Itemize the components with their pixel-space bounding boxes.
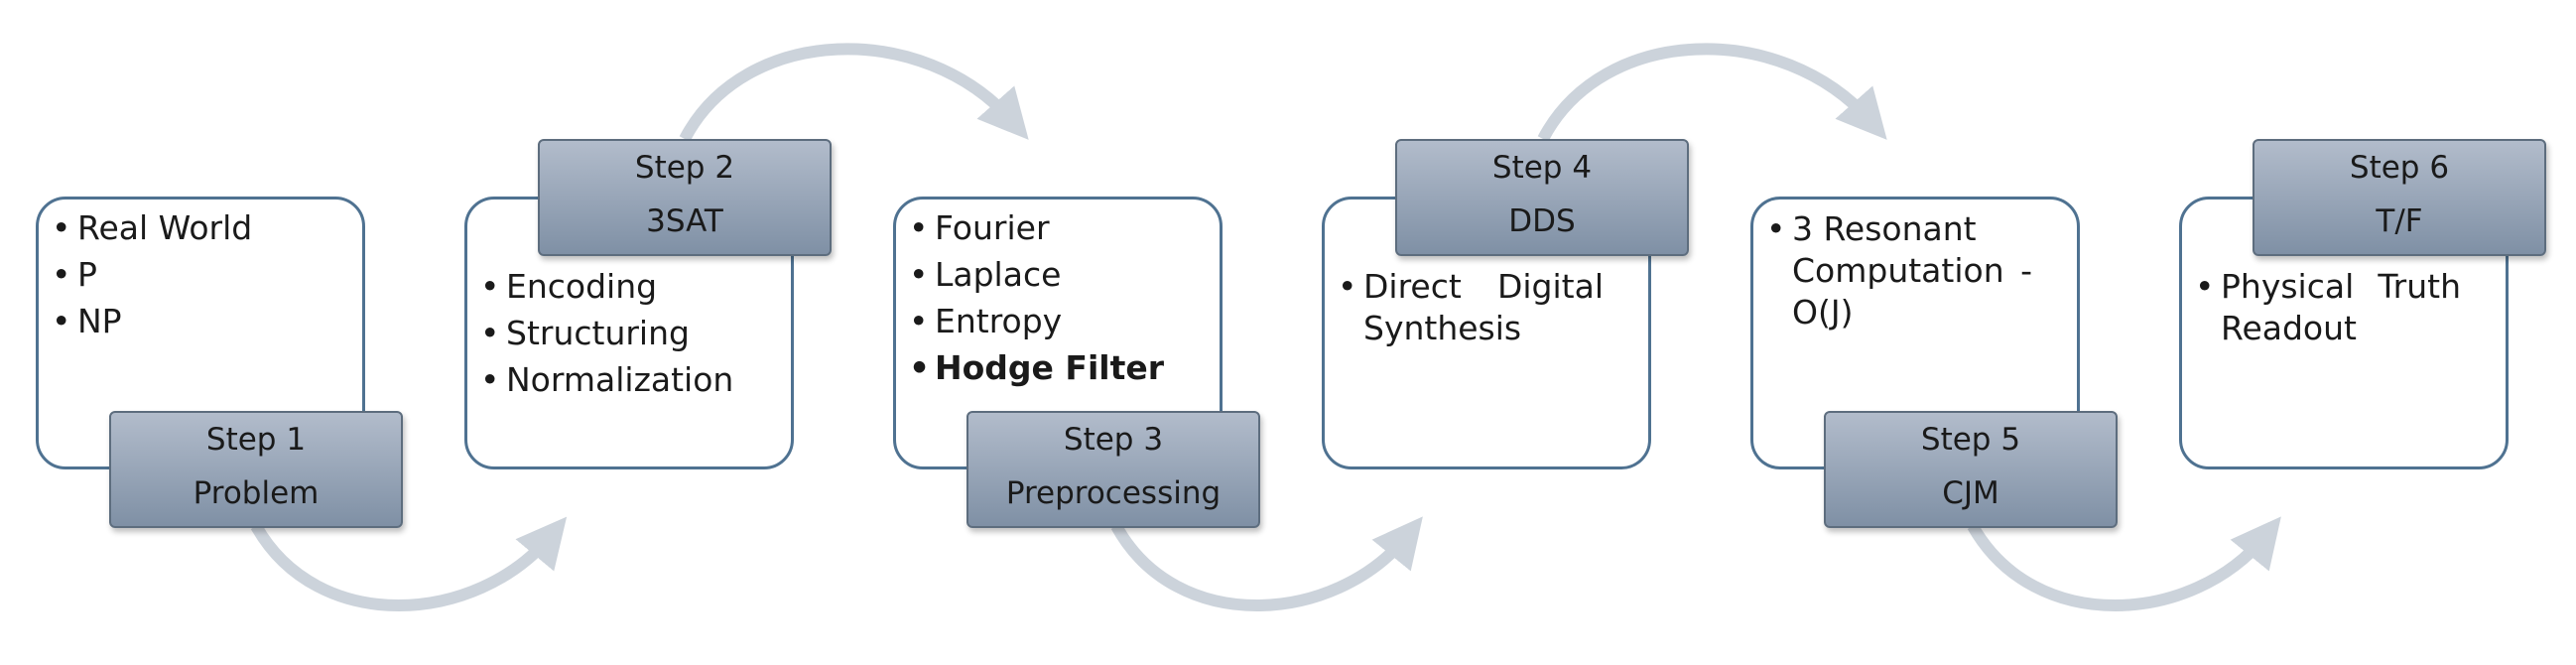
- step1-label: Step 1 Problem: [109, 411, 403, 528]
- step5-number: Step 5: [1920, 422, 2021, 458]
- step4-item-line1: Direct Digital: [1363, 267, 1604, 306]
- step5-item-line1: 3 Resonant: [1792, 209, 1977, 248]
- step2-number: Step 2: [634, 150, 735, 186]
- step2-item: Encoding: [480, 263, 778, 310]
- step1-title: Problem: [193, 475, 320, 511]
- step1-item: Real World: [52, 204, 349, 251]
- step5-title: CJM: [1942, 475, 1999, 511]
- arrow-step1-to-step2: [250, 516, 568, 611]
- arrow-step4-to-step5: [1537, 43, 1887, 142]
- step2-item: Structuring: [480, 310, 778, 356]
- step6-item: Physical Truth Readout: [2195, 266, 2461, 349]
- step2-item: Normalization: [480, 356, 778, 403]
- step4-item: Direct Digital Synthesis: [1338, 266, 1604, 349]
- arrow-step3-to-step4: [1110, 516, 1423, 611]
- step3-item-emphasized: Hodge Filter: [909, 344, 1207, 391]
- step1-number: Step 1: [205, 422, 307, 458]
- step2-title: 3SAT: [646, 203, 723, 239]
- step6-title: T/F: [2376, 203, 2423, 239]
- step1-list: Real World P NP: [52, 204, 349, 344]
- step3-title: Preprocessing: [1005, 475, 1222, 511]
- arrow-step2-to-step3: [679, 43, 1029, 142]
- step4-list: Direct Digital Synthesis: [1338, 266, 1604, 349]
- step5-item-line2: Computation -: [1792, 251, 2032, 290]
- step4-number: Step 4: [1491, 150, 1593, 186]
- step3-number: Step 3: [1063, 422, 1164, 458]
- step3-list: Fourier Laplace Entropy Hodge Filter: [909, 204, 1207, 391]
- step4-item-line2: Synthesis: [1363, 309, 1522, 347]
- step5-item-line3: O(J): [1792, 293, 1854, 332]
- step5-item: 3 Resonant Computation - O(J): [1766, 208, 2032, 333]
- step6-item-line1: Physical Truth: [2221, 267, 2461, 306]
- step3-item: Laplace: [909, 251, 1207, 298]
- step4-title: DDS: [1508, 203, 1576, 239]
- step2-label: Step 2 3SAT: [538, 139, 832, 256]
- arrow-step5-to-step6: [1967, 516, 2281, 611]
- step5-label: Step 5 CJM: [1824, 411, 2118, 528]
- step6-label: Step 6 T/F: [2253, 139, 2546, 256]
- step1-item: NP: [52, 298, 349, 344]
- step6-number: Step 6: [2349, 150, 2450, 186]
- step6-list: Physical Truth Readout: [2195, 266, 2461, 349]
- step1-item: P: [52, 251, 349, 298]
- step5-list: 3 Resonant Computation - O(J): [1766, 208, 2032, 333]
- step6-item-line2: Readout: [2221, 309, 2357, 347]
- step3-label: Step 3 Preprocessing: [966, 411, 1260, 528]
- step3-item: Fourier: [909, 204, 1207, 251]
- step4-label: Step 4 DDS: [1395, 139, 1689, 256]
- step3-item: Entropy: [909, 298, 1207, 344]
- step2-list: Encoding Structuring Normalization: [480, 263, 778, 403]
